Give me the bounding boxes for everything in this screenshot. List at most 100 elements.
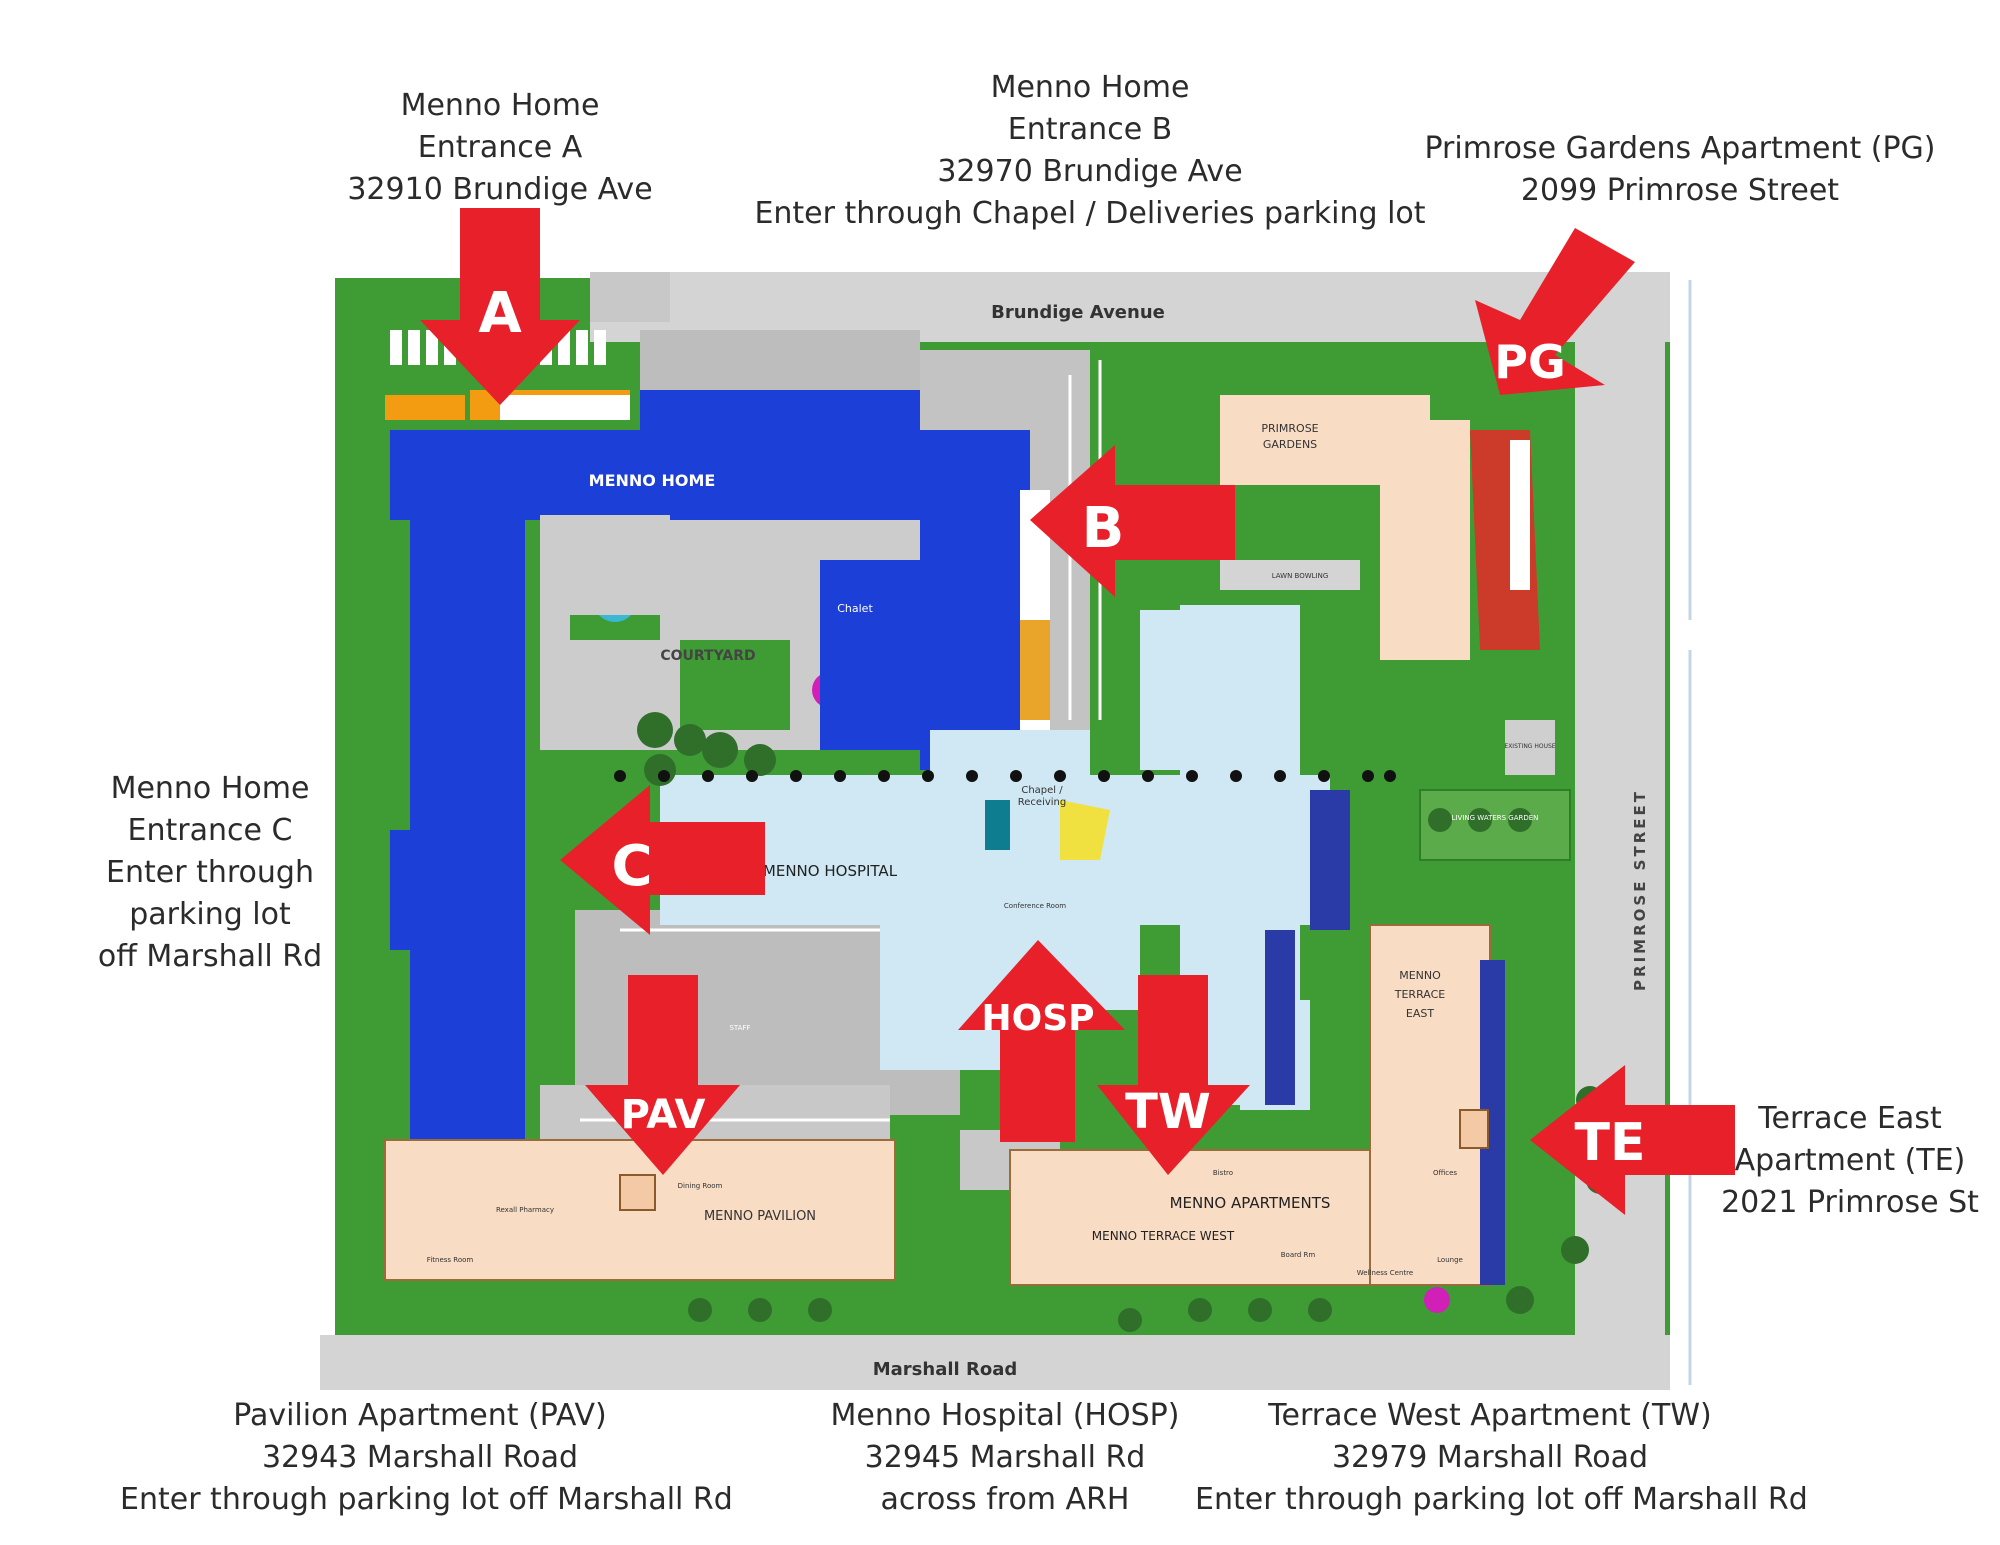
wellness-centre-label: Wellness Centre [1357, 1269, 1413, 1277]
pavilion-arrow: PAV [585, 975, 740, 1175]
courtyard-lawn-2 [680, 640, 790, 730]
road-corner [590, 272, 670, 322]
hospital-wing-dark [1265, 930, 1295, 1105]
pavilion-address-label: Pavilion Apartment (PAV) 32943 Marshall … [120, 1395, 733, 1521]
hosp-line-3: across from ARH [880, 1482, 1130, 1517]
primrose-gardens-address-label: Primrose Gardens Apartment (PG) 2099 Pri… [1420, 128, 1940, 212]
staff-parking-label: STAFF [729, 1024, 750, 1032]
entrance-c-line-1: Menno Home [110, 771, 310, 806]
entrance-b-line-3: 32970 Brundige Ave [937, 154, 1243, 189]
chapel-receiving-label-2: Receiving [1018, 797, 1066, 808]
menno-pavilion-label: MENNO PAVILION [704, 1209, 816, 1224]
entrance-c-label: Menno Home Entrance C Enter through park… [60, 768, 360, 978]
walkway-orange [1020, 620, 1050, 720]
lounge-label: Lounge [1437, 1256, 1463, 1264]
conference-room-label: Conference Room [1004, 902, 1066, 910]
hosp-line-2: 32945 Marshall Rd [864, 1440, 1146, 1475]
entrance-a-line-3: 32910 Brundige Ave [347, 172, 653, 207]
primrose-units [1510, 440, 1530, 590]
hospital-arrow: HOSP [958, 940, 1125, 1142]
fitness-room-label: Fitness Room [427, 1256, 474, 1264]
dotted-divider-line [614, 770, 1396, 782]
gazebo-icon-2 [1424, 1287, 1450, 1313]
primrose-gardens-label-2: GARDENS [1263, 438, 1317, 451]
pg-line-1: Primrose Gardens Apartment (PG) [1424, 131, 1936, 166]
arrow-hosp-label: HOSP [981, 998, 1094, 1039]
arrow-c-label: C [611, 834, 652, 899]
visitor-parking-strip [500, 395, 630, 420]
board-rm-label: Board Rm [1281, 1251, 1316, 1259]
brundige-avenue-label: Brundige Avenue [991, 302, 1165, 323]
marshall-road-label: Marshall Road [873, 1359, 1017, 1380]
entrance-b-line-2: Entrance B [1007, 112, 1173, 147]
menno-home-label: MENNO HOME [589, 471, 716, 490]
primrose-gardens-building [1220, 395, 1470, 660]
tw-line-3: Enter through parking lot off Marshall R… [1195, 1482, 1808, 1517]
pav-line-2: 32943 Marshall Road [261, 1440, 579, 1475]
pav-entrance-box [619, 1174, 656, 1211]
tw-bistro-label: Bistro [1213, 1169, 1233, 1177]
tw-line-1: Terrace West Apartment (TW) [1268, 1398, 1712, 1433]
lawn-bowling-area [1220, 560, 1360, 590]
pav-dining-room-label: Dining Room [678, 1182, 723, 1190]
entrance-a-line-2: Entrance A [417, 130, 583, 165]
hospital-yellow-area [1060, 800, 1110, 860]
te-line-1: Terrace East [1758, 1101, 1942, 1136]
hospital-address-label: Menno Hospital (HOSP) 32945 Marshall Rd … [815, 1395, 1195, 1521]
arrow-tw-label: TW [1125, 1084, 1211, 1140]
terrace-east-label-1: MENNO [1399, 969, 1441, 982]
arrow-pav-label: PAV [621, 1092, 706, 1138]
chalet-label: Chalet [837, 602, 873, 615]
terrace-east-label-2: TERRACE [1394, 988, 1446, 1001]
terrace-west-address-label: Terrace West Apartment (TW) 32979 Marsha… [1195, 1395, 1808, 1521]
hospital-wing-dark-2 [1310, 790, 1350, 930]
terrace-east-label-3: EAST [1406, 1007, 1434, 1020]
terrace-west-arrow: TW [1097, 975, 1250, 1175]
chapel-receiving-label-1: Chapel / [1021, 785, 1063, 796]
courtyard-label: COURTYARD [660, 648, 755, 664]
entrance-c-line-2: Entrance C [127, 813, 293, 848]
pg-line-2: 2099 Primrose Street [1520, 173, 1840, 208]
arrow-te-label: TE [1575, 1113, 1646, 1173]
parking-lot-top [640, 330, 920, 390]
parking-strip-orange [385, 395, 465, 420]
primrose-gardens-label-1: PRIMROSE [1261, 422, 1318, 435]
pav-line-1: Pavilion Apartment (PAV) [233, 1398, 607, 1433]
marshall-road-road [320, 1335, 1670, 1390]
terrace-east-arrow: TE [1530, 1065, 1735, 1215]
menno-apartments-label: MENNO APARTMENTS [1170, 1194, 1331, 1212]
menno-terrace-west-label: MENNO TERRACE WEST [1092, 1229, 1235, 1243]
te-line-3: 2021 Primrose St [1721, 1185, 1979, 1220]
entrance-a-label: Menno Home Entrance A 32910 Brundige Ave [300, 85, 700, 211]
existing-house-label: EXISTING HOUSE [1504, 743, 1555, 750]
terrace-east-address-label: Terrace East Apartment (TE) 2021 Primros… [1720, 1098, 1980, 1224]
living-waters-garden-label: LIVING WATERS GARDEN [1452, 814, 1539, 822]
hosp-line-1: Menno Hospital (HOSP) [830, 1398, 1180, 1433]
primrose-street-label: PRIMROSE STREET [1631, 789, 1649, 991]
entrance-a-arrow: A [420, 208, 580, 405]
entrance-c-line-4: parking lot [129, 897, 291, 932]
menno-home-building [390, 390, 1030, 1150]
te-entrance-box [1459, 1109, 1489, 1149]
tw-line-2: 32979 Marshall Road [1331, 1440, 1649, 1475]
entrance-b-line-1: Menno Home [990, 70, 1190, 105]
entrance-c-line-3: Enter through [106, 855, 314, 890]
arrow-a-label: A [478, 281, 522, 346]
entrance-b-line-4: Enter through Chapel / Deliveries parkin… [754, 196, 1426, 231]
offices-label: Offices [1433, 1169, 1457, 1177]
menno-hospital-label: MENNO HOSPITAL [763, 862, 898, 880]
arrow-pg-label: PG [1494, 335, 1565, 389]
arrow-b-label: B [1082, 496, 1125, 561]
lawn-bowling-label: LAWN BOWLING [1272, 572, 1329, 580]
entrance-c-line-5: off Marshall Rd [97, 939, 323, 974]
home-inner-courtyard [540, 515, 670, 615]
menno-terrace-east-building [1369, 924, 1491, 1286]
entrance-b-arrow: B [1030, 445, 1235, 597]
hospital-stairs [985, 800, 1010, 850]
existing-house [1505, 720, 1555, 775]
entrance-b-label: Menno Home Entrance B 32970 Brundige Ave… [740, 67, 1440, 235]
pav-line-3: Enter through parking lot off Marshall R… [120, 1482, 733, 1517]
entrance-a-line-1: Menno Home [400, 88, 600, 123]
entrance-c-arrow: C [560, 785, 765, 935]
